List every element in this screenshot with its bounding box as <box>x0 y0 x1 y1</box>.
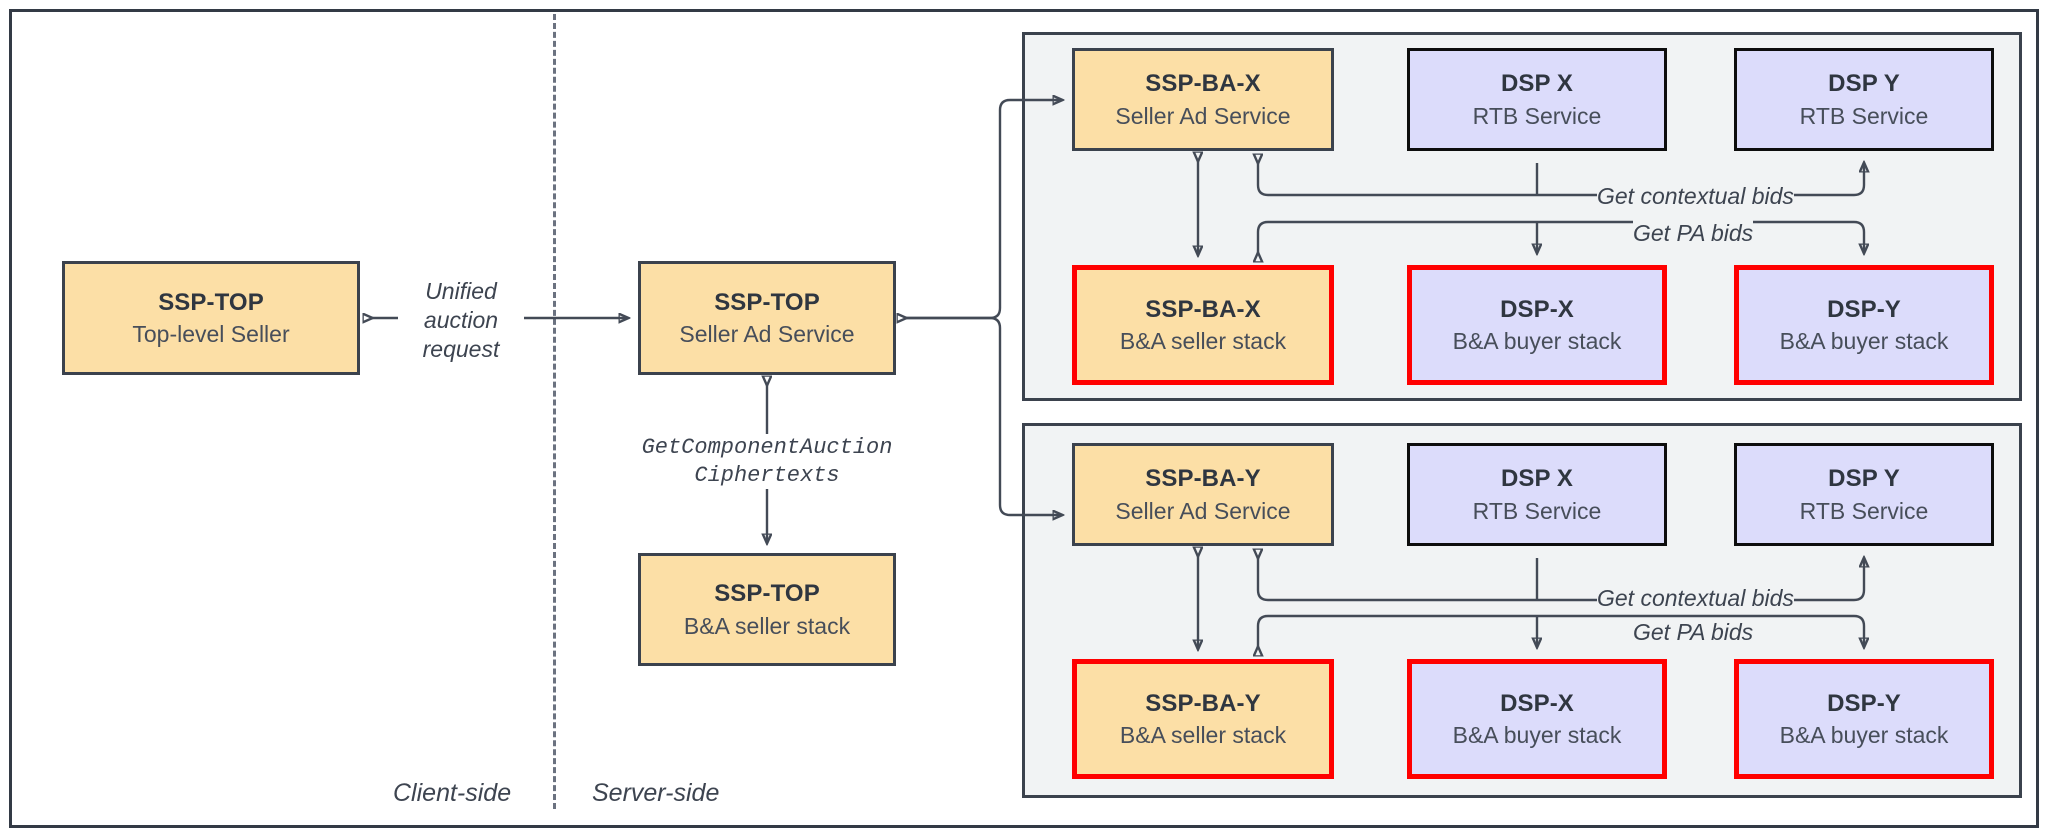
node-title: DSP Y <box>1828 465 1900 493</box>
node-subtitle: Seller Ad Service <box>1115 497 1291 524</box>
node-subtitle: RTB Service <box>1799 497 1929 524</box>
node-title: SSP-BA-Y <box>1145 689 1261 717</box>
edge-label-get-component-auction-ciphertexts: GetComponentAuction Ciphertexts <box>600 434 934 489</box>
node-dsp-x-rtb-service-top[interactable]: DSP X RTB Service <box>1407 48 1667 151</box>
node-title: SSP-TOP <box>714 580 820 608</box>
node-subtitle: B&A buyer stack <box>1779 722 1949 749</box>
node-dsp-y-ba-buyer-stack-bottom[interactable]: DSP-Y B&A buyer stack <box>1734 659 1994 779</box>
node-dsp-x-ba-buyer-stack-bottom[interactable]: DSP-X B&A buyer stack <box>1407 659 1667 779</box>
node-ssp-ba-y-ba-seller-stack[interactable]: SSP-BA-Y B&A seller stack <box>1072 659 1334 779</box>
node-title: DSP-Y <box>1827 295 1901 323</box>
edge-label-get-pa-bids-bottom: Get PA bids <box>1633 618 1754 647</box>
node-ssp-ba-x-ba-seller-stack[interactable]: SSP-BA-X B&A seller stack <box>1072 265 1334 385</box>
node-title: DSP-X <box>1500 295 1574 323</box>
node-title: SSP-TOP <box>158 288 264 316</box>
edge-label-get-pa-bids-top: Get PA bids <box>1633 219 1754 248</box>
node-subtitle: B&A seller stack <box>1119 328 1287 355</box>
edge-label-unified-auction-request: Unified auction request <box>398 277 524 364</box>
node-ssp-ba-y-seller-ad-service[interactable]: SSP-BA-Y Seller Ad Service <box>1072 443 1334 546</box>
node-ssp-top-top-level-seller[interactable]: SSP-TOP Top-level Seller <box>62 261 360 375</box>
node-dsp-x-ba-buyer-stack-top[interactable]: DSP-X B&A buyer stack <box>1407 265 1667 385</box>
node-dsp-y-ba-buyer-stack-top[interactable]: DSP-Y B&A buyer stack <box>1734 265 1994 385</box>
node-subtitle: B&A buyer stack <box>1452 722 1622 749</box>
edge-label-get-contextual-bids-bottom: Get contextual bids <box>1597 584 1794 613</box>
node-dsp-y-rtb-service-bottom[interactable]: DSP Y RTB Service <box>1734 443 1994 546</box>
node-title: DSP X <box>1500 70 1574 98</box>
node-title: DSP-Y <box>1827 689 1901 717</box>
node-title: DSP-X <box>1500 689 1574 717</box>
node-ssp-top-seller-ad-service[interactable]: SSP-TOP Seller Ad Service <box>638 261 896 375</box>
client-server-divider <box>553 14 556 809</box>
node-subtitle: Seller Ad Service <box>1115 102 1291 129</box>
caption-client-side: Client-side <box>393 779 512 807</box>
node-title: SSP-BA-Y <box>1145 465 1261 493</box>
node-title: DSP X <box>1500 465 1574 493</box>
node-subtitle: RTB Service <box>1799 102 1929 129</box>
node-subtitle: Seller Ad Service <box>679 321 855 348</box>
node-subtitle: B&A seller stack <box>683 612 851 639</box>
node-ssp-ba-x-seller-ad-service[interactable]: SSP-BA-X Seller Ad Service <box>1072 48 1334 151</box>
node-subtitle: Top-level Seller <box>132 321 290 348</box>
node-title: SSP-BA-X <box>1145 70 1261 98</box>
node-subtitle: B&A seller stack <box>1119 722 1287 749</box>
node-dsp-x-rtb-service-bottom[interactable]: DSP X RTB Service <box>1407 443 1667 546</box>
edge-label-get-contextual-bids-top: Get contextual bids <box>1597 182 1794 211</box>
node-subtitle: B&A buyer stack <box>1452 328 1622 355</box>
node-ssp-top-ba-seller-stack[interactable]: SSP-TOP B&A seller stack <box>638 553 896 666</box>
node-subtitle: RTB Service <box>1472 497 1602 524</box>
node-dsp-y-rtb-service-top[interactable]: DSP Y RTB Service <box>1734 48 1994 151</box>
node-subtitle: RTB Service <box>1472 102 1602 129</box>
node-title: SSP-TOP <box>714 288 820 316</box>
node-title: SSP-BA-X <box>1145 295 1261 323</box>
node-subtitle: B&A buyer stack <box>1779 328 1949 355</box>
node-title: DSP Y <box>1828 70 1900 98</box>
caption-server-side: Server-side <box>592 779 720 807</box>
